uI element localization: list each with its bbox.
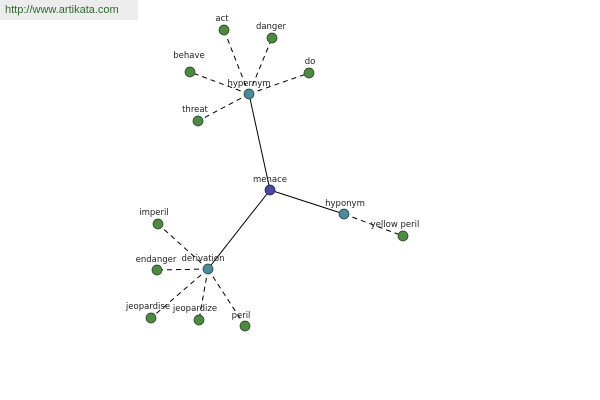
edge-menace-derivation (207, 189, 271, 270)
edge-hypernym-behave (189, 71, 250, 95)
node-leaf-act[interactable] (218, 24, 230, 36)
node-relation-derivation[interactable] (202, 263, 214, 275)
edge-derivation-peril (207, 268, 246, 327)
edge-hypernym-do (248, 72, 310, 95)
label-leaf-threat: threat (182, 105, 208, 115)
label-relation-derivation: derivation (181, 254, 224, 264)
node-root-menace[interactable] (264, 184, 276, 196)
edge-derivation-imperil (157, 223, 209, 270)
label-leaf-jeopardize: jeopardize (172, 304, 217, 314)
node-relation-hyponym[interactable] (338, 208, 350, 220)
node-leaf-jeopardise[interactable] (145, 312, 157, 324)
watermark-url: http://www.artikata.com (0, 0, 138, 20)
label-leaf-do: do (305, 57, 316, 67)
label-leaf-endanger: endanger (136, 255, 177, 265)
edge-hypernym-act (223, 29, 250, 95)
node-leaf-peril[interactable] (239, 320, 251, 332)
node-leaf-jeopardize[interactable] (193, 314, 205, 326)
label-relation-hypernym: hypernym (227, 79, 270, 89)
node-leaf-threat[interactable] (192, 115, 204, 127)
edge-menace-hyponym (269, 189, 345, 215)
nodes-group: menace hypernym hyponym derivation act d… (125, 14, 420, 332)
node-leaf-endanger[interactable] (151, 264, 163, 276)
node-leaf-yellow-peril[interactable] (397, 230, 409, 242)
node-leaf-behave[interactable] (184, 66, 196, 78)
node-leaf-do[interactable] (303, 67, 315, 79)
node-relation-hypernym[interactable] (243, 88, 255, 100)
edge-hypernym-danger (248, 37, 273, 95)
label-leaf-peril: peril (232, 311, 251, 321)
label-leaf-behave: behave (173, 51, 204, 61)
label-leaf-act: act (215, 14, 229, 24)
label-leaf-yellow-peril: yellow peril (371, 220, 420, 230)
edge-menace-hypernym (248, 93, 271, 191)
edge-hyponym-yellow-peril (343, 213, 404, 237)
edge-hypernym-threat (197, 93, 250, 122)
label-leaf-jeopardise: jeopardise (125, 302, 170, 312)
node-leaf-imperil[interactable] (152, 218, 164, 230)
label-relation-hyponym: hyponym (325, 199, 365, 209)
label-leaf-imperil: imperil (139, 208, 168, 218)
node-leaf-danger[interactable] (266, 32, 278, 44)
label-leaf-danger: danger (256, 22, 287, 32)
edge-derivation-jeopardise (150, 268, 209, 319)
edges-group (150, 29, 404, 327)
edge-derivation-endanger (156, 268, 209, 271)
label-root: menace (253, 175, 287, 185)
